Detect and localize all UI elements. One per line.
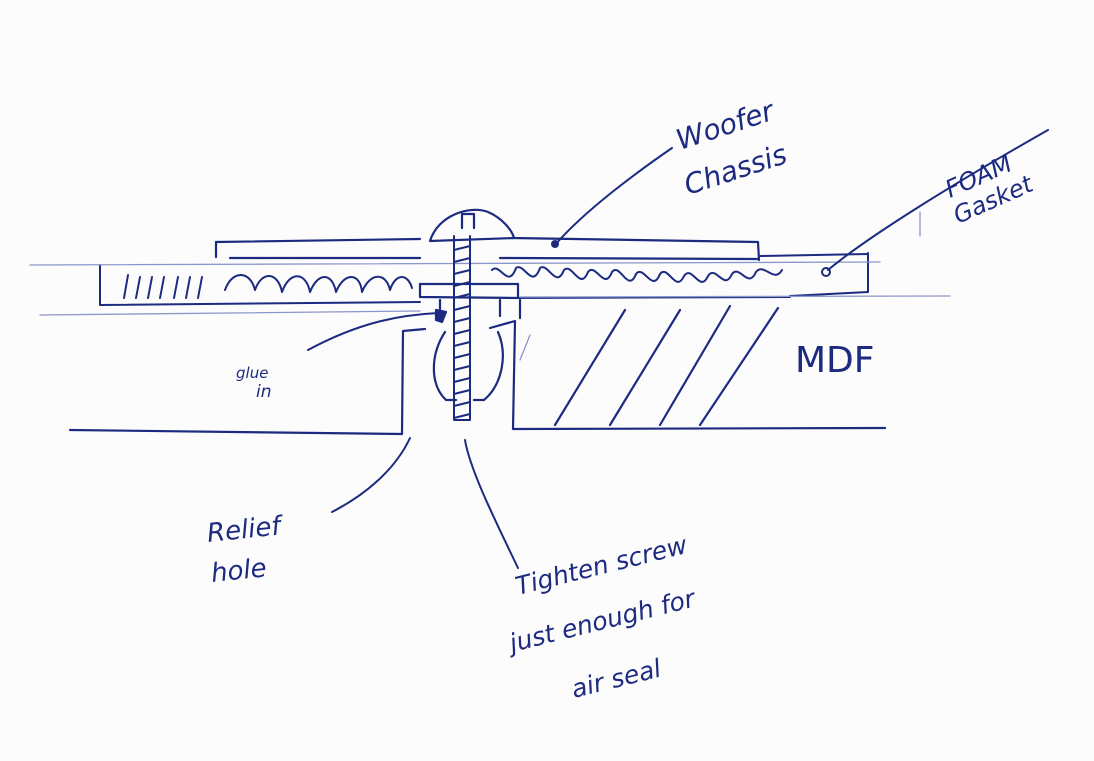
glue-in-leader [307, 312, 439, 351]
foam-gasket-leader-dot [821, 267, 831, 277]
screw-shank [453, 235, 471, 421]
glue-in-label-line1: glue [236, 364, 268, 382]
foam-gasket-leader [827, 129, 1049, 271]
relief-hole-label-line2: hole [210, 553, 268, 589]
glue-in-label-line2: in [256, 382, 272, 402]
guide-lines [29, 211, 951, 361]
relief-hole-leader [331, 437, 411, 513]
leader-lines [307, 129, 1049, 569]
woofer-chassis-flange [214, 236, 761, 262]
mdf-label: MDF [795, 340, 875, 381]
tighten-screw-label-line3: air seal [568, 654, 664, 704]
woofer-chassis-leader-dot [551, 240, 559, 248]
relief-hole-label-line1: Relief [206, 511, 286, 549]
t-nut [418, 282, 520, 402]
screw-head [428, 208, 516, 243]
foam-gasket-layer [99, 252, 869, 306]
mdf-baffle [68, 298, 887, 436]
woofer-chassis-leader [554, 147, 673, 246]
tighten-screw-leader [464, 439, 519, 569]
